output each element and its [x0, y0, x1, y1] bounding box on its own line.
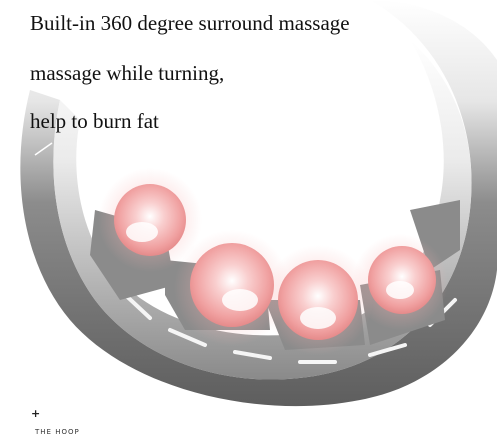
- brand-label: THE HOOP: [35, 428, 80, 436]
- massage-ball-4: [368, 246, 436, 314]
- caption-line-3: help to burn fat: [30, 109, 159, 133]
- massage-ball-3: [278, 260, 358, 340]
- hoop-outer-band: [20, 0, 497, 407]
- ball-highlights: [126, 222, 414, 329]
- caption-line-1: Built-in 360 degree surround massage: [30, 11, 350, 35]
- massage-ball-1: [114, 184, 186, 256]
- caption-line-2: massage while turning,: [30, 61, 225, 85]
- massage-ball-2: [190, 243, 274, 327]
- sparkle-stroke: [34, 142, 53, 156]
- hoop-inner-rim: [53, 40, 472, 380]
- plus-icon: +: [31, 407, 41, 420]
